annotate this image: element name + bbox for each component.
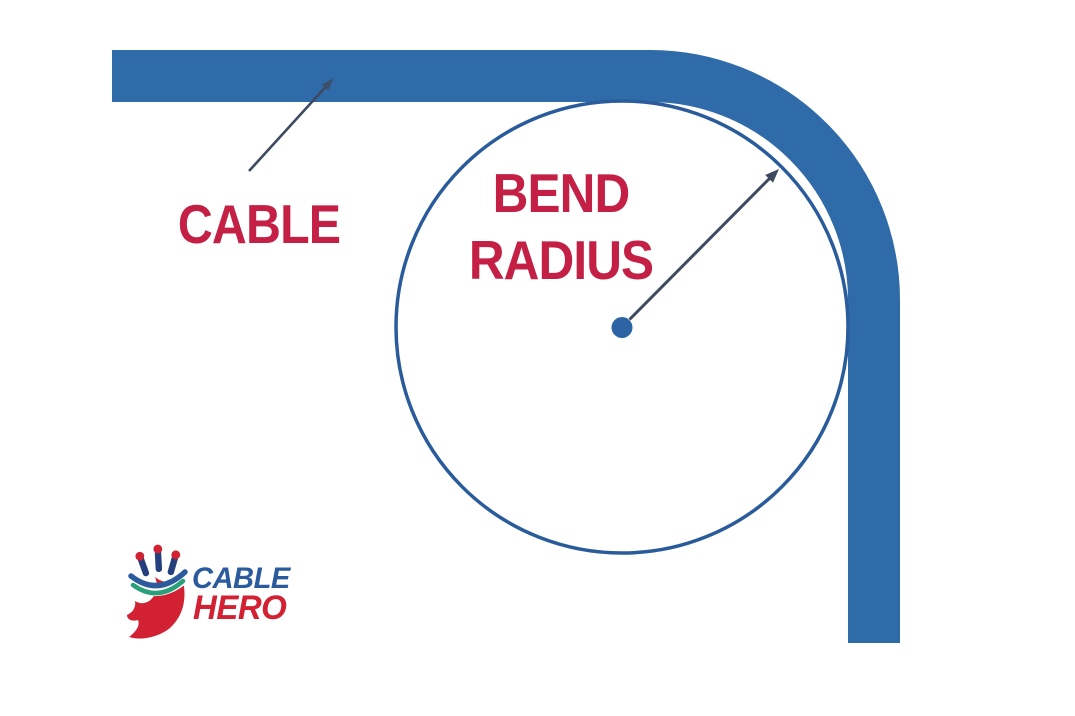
cable-pointer-line xyxy=(248,78,334,172)
cable-hero-logo: CABLE HERO xyxy=(127,544,292,639)
cable-hero-logo-icon xyxy=(127,544,188,639)
cable-shape xyxy=(112,50,900,643)
bend-radius-label-line2: RADIUS xyxy=(469,231,653,292)
bend-radius-label-line1: BEND xyxy=(493,164,630,225)
logo-collar-stripe-blue xyxy=(128,569,188,589)
logo-wire-strand-middle xyxy=(153,544,163,573)
radius-arrowhead xyxy=(765,169,779,183)
logo-wordmark-line1: CABLE xyxy=(192,562,292,595)
cable-label: CABLE xyxy=(178,193,340,255)
cable-pointer-arrowhead xyxy=(321,78,334,91)
logo-wire-strand-left xyxy=(135,551,150,577)
logo-wordmark-line2: HERO xyxy=(193,590,287,628)
circle-center-dot xyxy=(611,317,633,338)
radius-arrow xyxy=(628,169,779,321)
logo-wire-strand-right xyxy=(167,550,181,576)
logo-collar-stripe-teal xyxy=(130,578,186,596)
